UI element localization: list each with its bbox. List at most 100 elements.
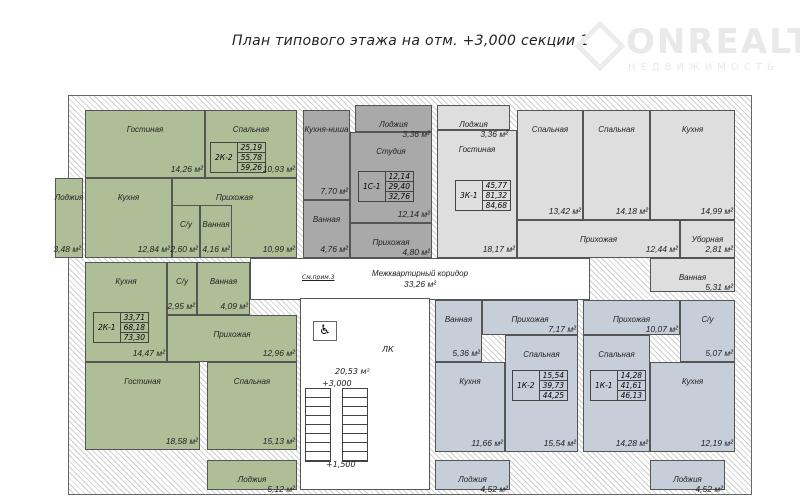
room-area: 5,36 м² [452, 348, 480, 358]
room-name: Лоджия [379, 120, 408, 129]
room-area: 11,66 м² [471, 438, 503, 448]
apartment-code: 1С-1 [359, 172, 386, 201]
room-area: 2,81 м² [705, 244, 733, 254]
watermark-logo: ONREALT НЕДВИЖИМОСТЬ [574, 20, 800, 73]
room-name: Кухня [115, 277, 137, 286]
apartment-area-2: 32,76 [388, 192, 410, 201]
apartment-area-1: 68,18 [120, 323, 149, 333]
room-1К-2-2: Кухня 11,66 м² [435, 362, 505, 452]
corridor-name: Межквартирный коридор [371, 269, 469, 278]
room-name: С/у [180, 220, 192, 229]
room-area: 13,42 м² [548, 206, 581, 216]
room-name: Спальная [598, 125, 635, 134]
room-area: 3,36 м² [480, 129, 508, 139]
room-area: 12,19 м² [700, 438, 733, 448]
room-name: Спальная [598, 350, 635, 359]
room-area: 10,07 м² [645, 324, 678, 334]
apartment-area-0: 45,77 [482, 181, 511, 191]
corridor-area: 33,26 м² [403, 279, 437, 289]
apartment-area-1: 41,61 [617, 381, 646, 391]
room-name: Кухня-ниша [304, 125, 349, 134]
room-1К-1-2: Спальная 14,28 м² [583, 335, 650, 452]
stair-mark-bottom: +1,500 [326, 460, 356, 469]
apartment-area-1: 81,32 [482, 191, 511, 201]
room-area: 15,13 м² [262, 436, 295, 446]
room-2К-1-1: С/у 2,95 м² [167, 262, 197, 315]
apartment-area-2: 73,30 [123, 333, 146, 342]
room-name: Прихожая [372, 238, 410, 247]
room-area: 3,36 м² [402, 129, 430, 139]
wheelchair-icon: ♿ [313, 321, 337, 341]
room-name: Кухня [117, 193, 140, 202]
room-name: Уборная [691, 235, 724, 244]
watermark-diamond-icon [574, 20, 626, 72]
room-name: Кухня [459, 377, 481, 386]
room-area: 5,12 м² [267, 484, 295, 494]
room-name: Прихожая [215, 193, 254, 202]
room-name: Спальная [233, 377, 271, 386]
room-area: 10,93 м² [262, 164, 295, 174]
room-area: 5,31 м² [705, 282, 733, 292]
apartment-code: 1К-2 [513, 371, 540, 400]
room-name: Прихожая [213, 330, 251, 339]
room-name: Прихожая [612, 315, 651, 324]
apartment-code: 2К-2 [211, 143, 238, 172]
room-area: 2,95 м² [167, 301, 195, 311]
room-area: 4,80 м² [402, 247, 430, 257]
room-area: 14,28 м² [615, 438, 648, 448]
apartment-code: 1К-1 [591, 371, 618, 400]
room-area: 7,70 м² [320, 186, 348, 196]
apartment-area-2: 84,68 [485, 201, 508, 210]
room-area: 14,99 м² [700, 206, 733, 216]
room-name: Спальная [523, 350, 560, 359]
room-name: Спальная [531, 125, 569, 134]
stair-flight-right [342, 388, 368, 462]
stair-label: ЛК [382, 345, 394, 354]
room-name: Гостиная [458, 145, 496, 154]
room-name: С/у [176, 277, 188, 286]
stair-area: 20,53 м² [335, 367, 370, 376]
room-name: Кухня [681, 125, 704, 134]
stair-note: См.прим.3 [302, 274, 335, 281]
room-area: 7,17 м² [548, 324, 576, 334]
room-name: Спальная [232, 125, 270, 134]
room-area: 12,84 м² [137, 244, 170, 254]
apartment-area-2: 46,13 [620, 391, 643, 400]
apartment-area-0: 33,71 [120, 313, 149, 323]
room-area: 14,26 м² [170, 164, 203, 174]
apartment-area-0: 15,54 [539, 371, 568, 381]
plan-title: План типового этажа на отм. +3,000 секци… [232, 33, 590, 49]
room-area: 12,14 м² [397, 209, 430, 219]
room-name: Ванная [678, 273, 707, 282]
room-2К-2-2: Кухня 12,84 м² [85, 178, 172, 258]
watermark-sub: НЕДВИЖИМОСТЬ [628, 62, 779, 73]
room-name: Лоджия [54, 193, 84, 202]
room-area: 5,07 м² [705, 348, 733, 358]
apartment-area-1: 55,78 [237, 153, 266, 163]
apartment-code: 2К-1 [94, 313, 121, 342]
room-area: 10,99 м² [262, 244, 295, 254]
room-name: Прихожая [579, 235, 618, 244]
room-name: Прихожая [511, 315, 549, 324]
